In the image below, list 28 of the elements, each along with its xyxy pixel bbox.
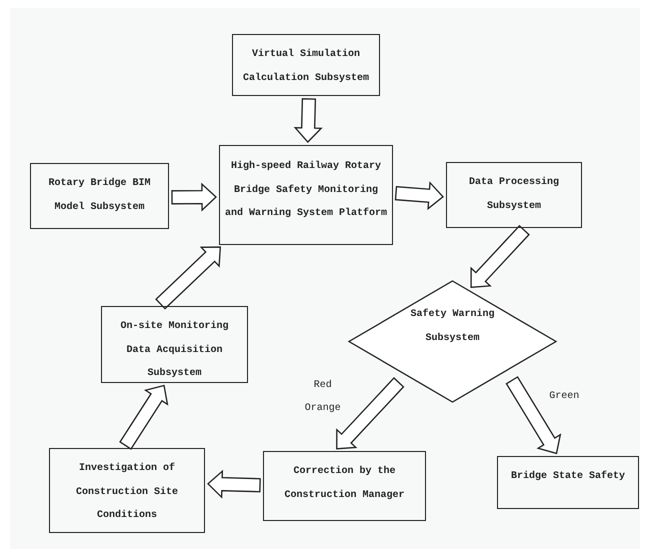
block-arrow	[119, 384, 168, 450]
node-text: High-speed Railway Rotary Bridge Safety Monitoring and Warning System Platform	[224, 160, 388, 221]
process-box	[49, 448, 205, 533]
edge-label: Red Orange	[304, 378, 342, 416]
process-box	[446, 162, 582, 228]
node-text: Rotary Bridge BIM Model Subsystem	[47, 176, 152, 214]
process-box	[263, 451, 426, 521]
block-arrow	[506, 376, 562, 454]
edge-label: Green	[548, 390, 580, 404]
process-box	[30, 163, 169, 229]
process-box	[232, 34, 380, 96]
block-arrow	[171, 182, 217, 212]
block-arrow	[155, 246, 221, 310]
process-box	[101, 306, 248, 383]
block-arrow	[336, 377, 404, 450]
block-arrow	[294, 98, 323, 143]
node-text: Bridge State Safety	[510, 470, 626, 484]
block-arrow	[394, 181, 444, 210]
node-text: On-site Monitoring Data Acquisition Subsystem	[119, 320, 230, 381]
node-text: Investigation of Construction Site Conditions	[74, 462, 180, 523]
node-text: Correction by the Construction Manager	[283, 464, 406, 502]
block-arrow	[470, 224, 530, 288]
process-box	[497, 456, 639, 509]
node-text: Virtual Simulation Calculation Subsystem	[242, 48, 370, 86]
process-box	[219, 145, 393, 245]
node-text: Data Processing Subsystem	[468, 176, 560, 214]
block-arrow	[207, 470, 261, 499]
node-text: Safety Warning Subsystem	[409, 308, 496, 346]
